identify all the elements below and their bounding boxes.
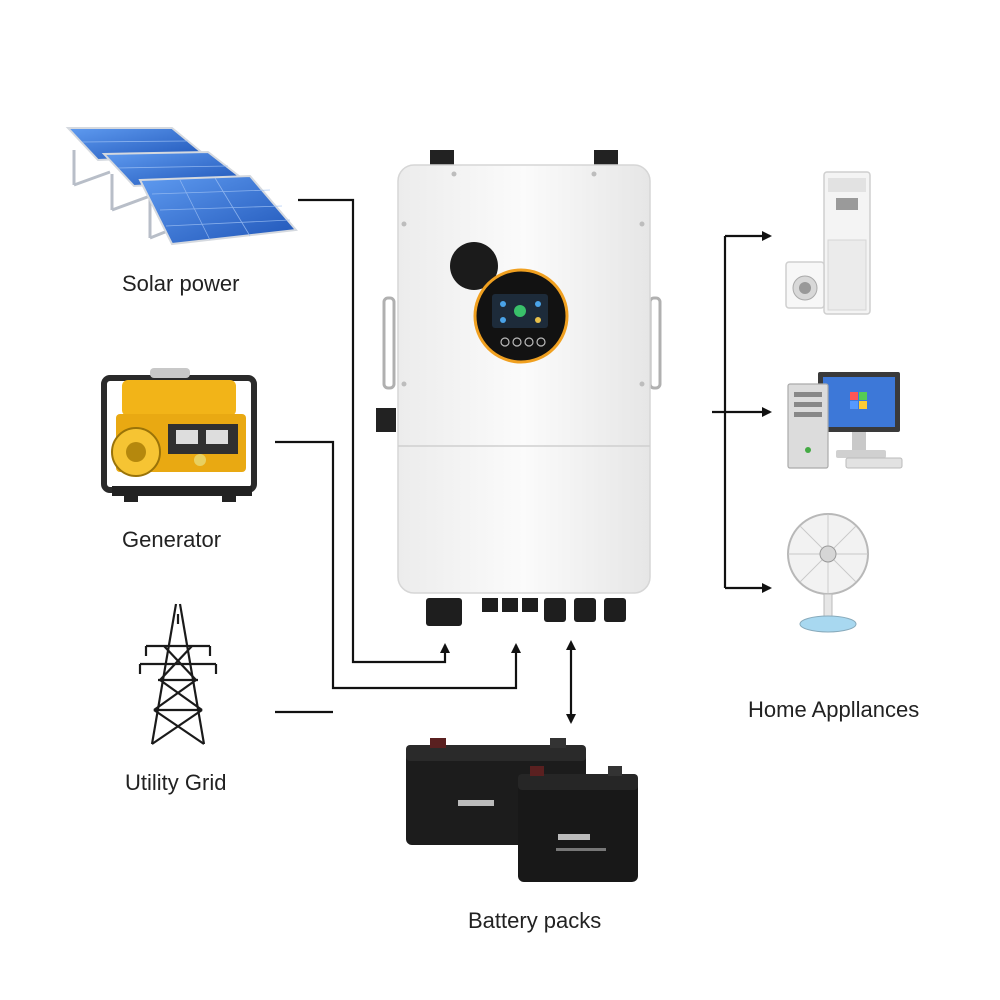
battery-packs-label: Battery packs (468, 908, 601, 933)
inverter-icon (376, 150, 662, 626)
generator-icon (101, 368, 257, 502)
utility-grid-label: Utility Grid (125, 770, 226, 795)
electric-fan-icon (787, 513, 869, 633)
connection-lines (275, 198, 772, 724)
air-conditioner-icon (785, 171, 871, 315)
generator-line (275, 440, 521, 690)
home-appliances-label: Home Appllances (748, 697, 919, 722)
battery-icon (406, 738, 638, 882)
transmission-tower-icon (138, 603, 218, 745)
solar-power-label: Solar power (122, 271, 239, 296)
solar-panel-icon (65, 127, 298, 246)
generator-label: Generator (122, 527, 221, 552)
solar-line (298, 198, 450, 664)
desktop-computer-icon (787, 372, 903, 469)
